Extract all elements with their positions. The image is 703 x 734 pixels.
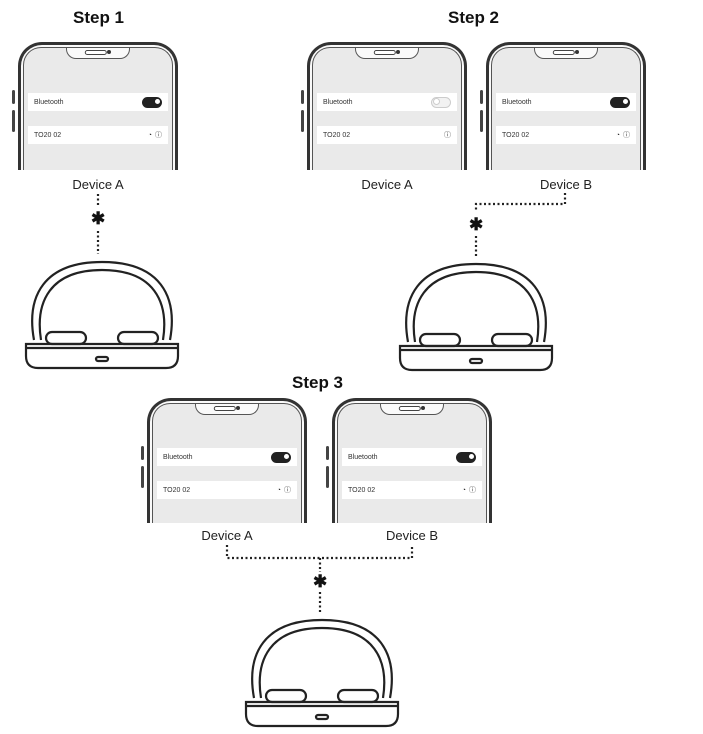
device-a-label: Device A bbox=[201, 528, 253, 543]
bluetooth-toggle[interactable] bbox=[610, 96, 630, 108]
earbuds-charging-case bbox=[244, 618, 400, 728]
bluetooth-setting-row: Bluetooth bbox=[28, 93, 168, 111]
bluetooth-setting-row: Bluetooth bbox=[342, 448, 482, 466]
bluetooth-toggle[interactable] bbox=[271, 451, 291, 463]
bluetooth-icon: ✱ bbox=[469, 215, 484, 234]
step-2-title: Step 2 bbox=[448, 8, 500, 27]
info-icon: ⓘ bbox=[623, 132, 630, 139]
phone-step2-device-a: Bluetooth TO20 02 ⓘ bbox=[301, 42, 467, 170]
device-b-label: Device B bbox=[539, 177, 593, 192]
paired-device-row[interactable]: TO20 02 ◔ ⓘ bbox=[342, 481, 482, 499]
device-name: TO20 02 bbox=[348, 486, 376, 494]
paired-device-row[interactable]: TO20 02 ⓘ bbox=[317, 126, 457, 144]
device-name: TO20 02 bbox=[323, 131, 351, 139]
device-a-label: Device A bbox=[361, 177, 413, 192]
bluetooth-label: Bluetooth bbox=[348, 453, 378, 461]
paired-device-row[interactable]: TO20 02 ◔ ⓘ bbox=[157, 481, 297, 499]
bluetooth-toggle[interactable] bbox=[456, 451, 476, 463]
bluetooth-toggle[interactable] bbox=[142, 96, 162, 108]
step2-dotted-line-top bbox=[474, 193, 567, 212]
earbuds-charging-case bbox=[24, 260, 180, 370]
bluetooth-label: Bluetooth bbox=[163, 453, 193, 461]
earbuds-charging-case bbox=[398, 262, 554, 372]
bluetooth-icon: ✱ bbox=[91, 209, 106, 228]
bluetooth-label: Bluetooth bbox=[34, 98, 64, 106]
phone-step3-device-b: Bluetooth TO20 02 ◔ ⓘ bbox=[326, 398, 492, 523]
step3-dotted-line-horizontal bbox=[225, 545, 414, 560]
phone-step2-device-b: Bluetooth TO20 02 ◔ ⓘ bbox=[480, 42, 646, 170]
info-icon: ⓘ bbox=[155, 132, 162, 139]
device-name: TO20 02 bbox=[34, 131, 62, 139]
phone-step1-device-a: Bluetooth TO20 02 ◔ ⓘ bbox=[12, 42, 178, 170]
bluetooth-setting-row: Bluetooth bbox=[157, 448, 297, 466]
paired-device-row[interactable]: TO20 02 ◔ ⓘ bbox=[28, 126, 168, 144]
device-a-label: Device A bbox=[72, 177, 124, 192]
info-icon: ⓘ bbox=[469, 487, 476, 494]
info-icon: ⓘ bbox=[284, 487, 291, 494]
bluetooth-label: Bluetooth bbox=[323, 98, 353, 106]
bluetooth-icon: ✱ bbox=[313, 572, 328, 591]
spinner-icon: ◔ bbox=[615, 131, 620, 139]
spinner-icon: ◔ bbox=[147, 131, 152, 139]
spinner-icon: ◔ bbox=[276, 486, 281, 494]
bluetooth-toggle[interactable] bbox=[431, 96, 451, 108]
bluetooth-setting-row: Bluetooth bbox=[496, 93, 636, 111]
device-name: TO20 02 bbox=[163, 486, 191, 494]
bluetooth-label: Bluetooth bbox=[502, 98, 532, 106]
bluetooth-setting-row: Bluetooth bbox=[317, 93, 457, 111]
spinner-icon: ◔ bbox=[461, 486, 466, 494]
device-b-label: Device B bbox=[385, 528, 439, 543]
step-3-title: Step 3 bbox=[292, 373, 344, 392]
info-icon: ⓘ bbox=[444, 132, 451, 139]
phone-step3-device-a: Bluetooth TO20 02 ◔ ⓘ bbox=[141, 398, 307, 523]
device-name: TO20 02 bbox=[502, 131, 530, 139]
paired-device-row[interactable]: TO20 02 ◔ ⓘ bbox=[496, 126, 636, 144]
step-1-title: Step 1 bbox=[73, 8, 125, 27]
